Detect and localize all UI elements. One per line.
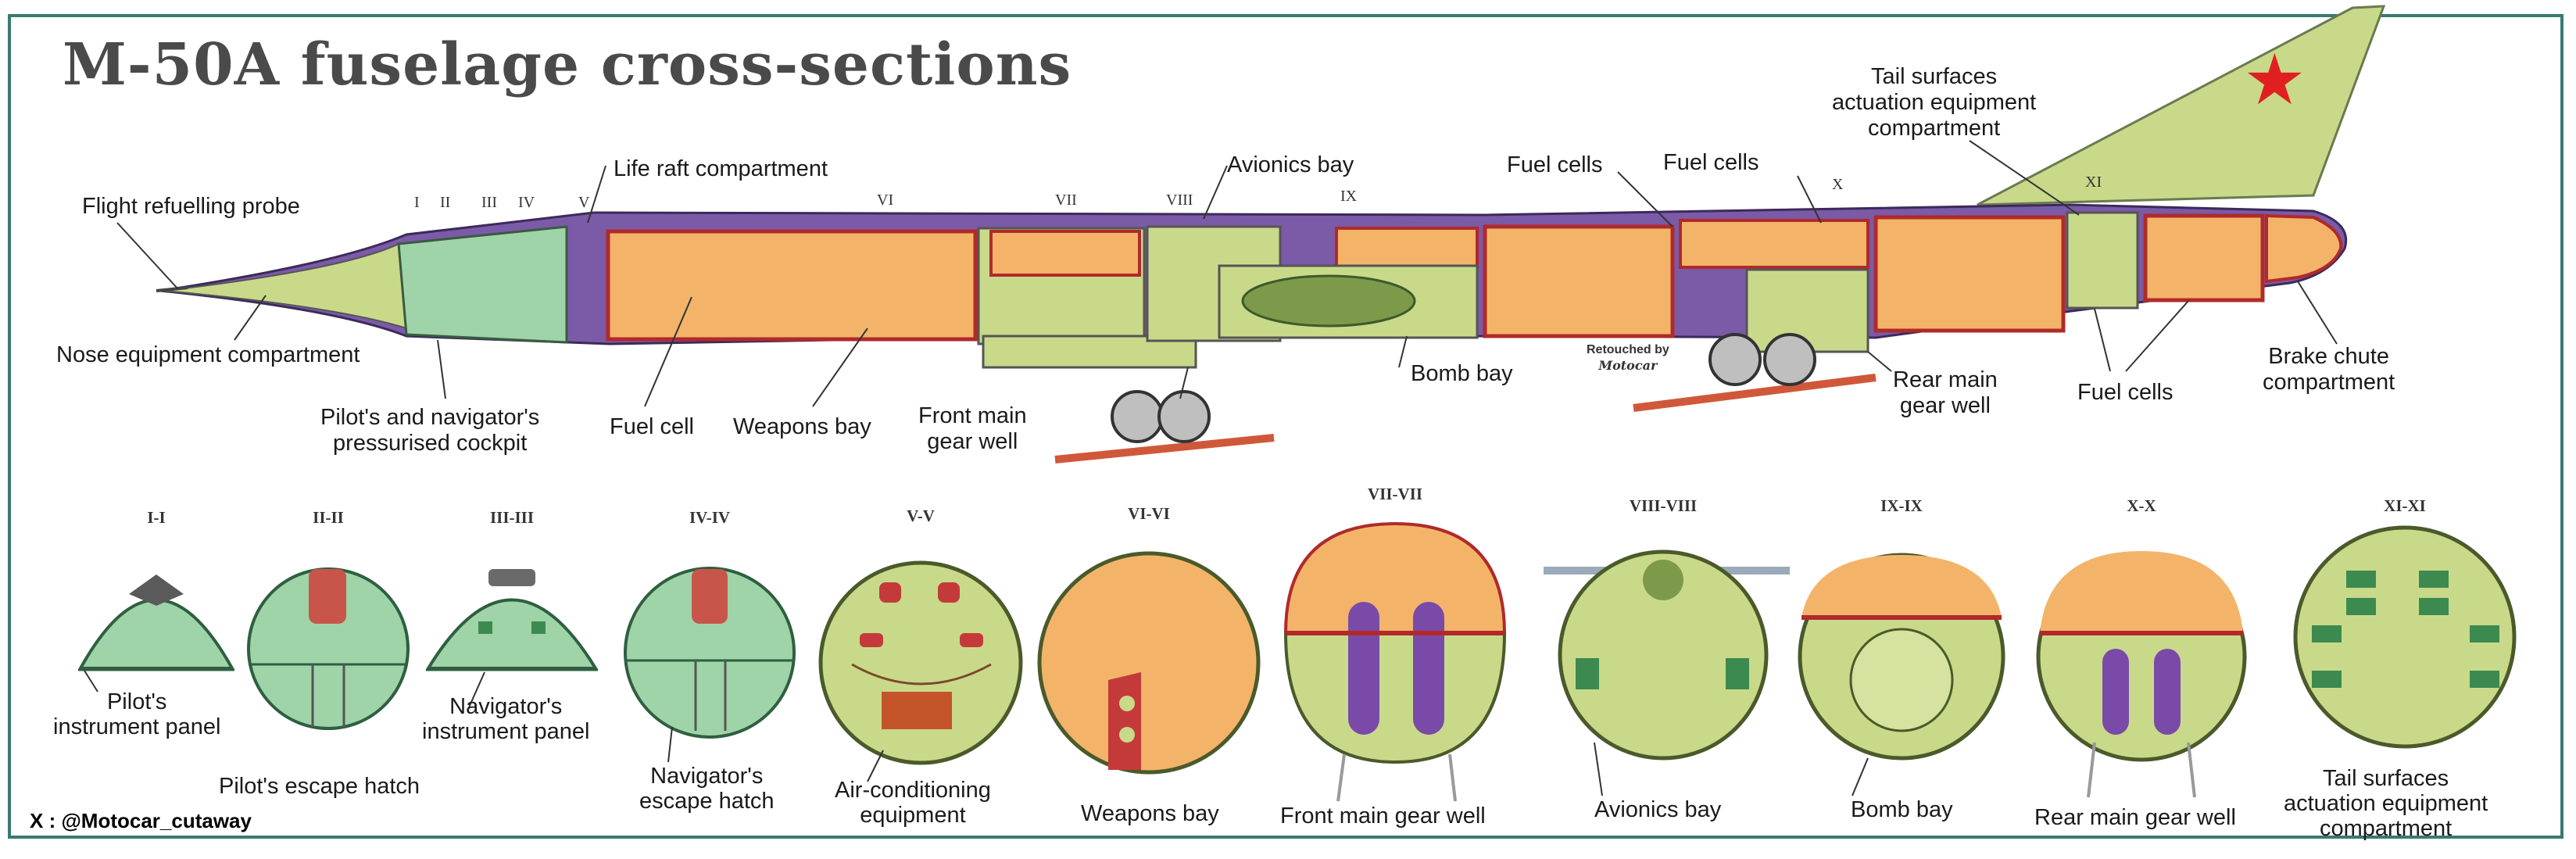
callout-weapons-bay: Weapons bay [733, 414, 871, 439]
fuel-cells-tail [2143, 213, 2265, 302]
section-v-v [818, 560, 1023, 765]
section-label: Navigator's escape hatch [639, 764, 775, 814]
section-viii-viii [1544, 549, 1790, 761]
section-iv-iv [624, 567, 796, 739]
tail-fin [1977, 5, 2386, 206]
fuel-cell-mid [989, 230, 1141, 277]
section-heading: IV-IV [689, 508, 731, 527]
section-label: Air-conditioning equipment [835, 778, 991, 828]
station-mark: XI [2085, 174, 2102, 191]
refuelling-probe [156, 286, 188, 292]
callout-tail-surfaces: Tail surfaces actuation equipment compar… [1832, 64, 2037, 141]
section-label: Front main gear well [1280, 804, 1486, 829]
section-i-i [77, 574, 235, 671]
callout-rear-main-gear-well: Rear main gear well [1893, 367, 1998, 418]
rear-gear-well-area [1745, 268, 1869, 353]
section-label: Navigator's instrument panel [422, 694, 590, 744]
section-ii-ii [247, 567, 410, 730]
station-mark: VIII [1166, 191, 1193, 209]
section-heading: V-V [907, 506, 935, 525]
section-label: Bomb bay [1851, 797, 1953, 822]
rear-ground-strip [1633, 374, 1877, 412]
callout-bomb-bay: Bomb bay [1411, 361, 1513, 386]
section-label: Pilot's escape hatch [219, 774, 420, 799]
bomb [1241, 274, 1416, 327]
fuel-cell-forward [606, 229, 978, 342]
fuel-cells-centre [1483, 224, 1675, 338]
callout-leaders [116, 140, 2338, 407]
section-heading: I-I [147, 508, 166, 527]
section-heading: VIII-VIII [1629, 496, 1698, 515]
section-vii-vii [1283, 521, 1507, 802]
section-heading: VII-VII [1367, 485, 1422, 503]
callout-fuel-cells: Fuel cells [1663, 150, 1759, 175]
author-credit: X : @Motocar_cutaway [30, 809, 252, 832]
station-mark: II [440, 194, 451, 211]
callout-brake-chute: Brake chute compartment [2263, 344, 2395, 395]
red-star-icon: ★ [2243, 41, 2306, 120]
rear-wheel-1 [1708, 333, 1762, 386]
section-xi-xi [2293, 525, 2517, 749]
section-iii-iii [425, 569, 599, 671]
station-mark: IV [518, 194, 535, 211]
station-mark: X [1832, 176, 1844, 193]
retouch-credit: Retouched by Motocar [1587, 343, 1669, 373]
callout-fuel-cell: Fuel cell [610, 414, 694, 439]
front-wheel-2 [1157, 390, 1211, 443]
section-heading: II-II [313, 508, 344, 527]
callout-front-main-gear-well: Front main gear well [918, 403, 1027, 454]
rear-wheel-2 [1763, 333, 1816, 386]
brake-chute-area [2265, 213, 2343, 284]
station-mark: VII [1055, 191, 1077, 209]
callout-fuel-cells-aft: Fuel cells [2077, 380, 2174, 405]
section-label: Avionics bay [1594, 797, 1722, 822]
fuel-cells-centre-2 [1679, 219, 1869, 269]
station-mark: III [481, 194, 497, 211]
callout-avionics-bay: Avionics bay [1227, 152, 1354, 177]
section-leaders [84, 670, 1869, 796]
cockpit-section [397, 225, 568, 344]
section-label: Rear main gear well [2034, 805, 2236, 830]
callout-refuelling-probe: Flight refuelling probe [82, 194, 300, 219]
section-heading: VI-VI [1128, 504, 1170, 523]
callout-nose-equipment: Nose equipment compartment [56, 342, 360, 367]
border-frame [8, 14, 2563, 839]
section-heading: XI-XI [2384, 496, 2426, 515]
callout-pressurised-cockpit: Pilot's and navigator's pressurised cock… [320, 405, 540, 456]
front-gear-well-fairing [982, 335, 1197, 369]
section-label: Pilot's instrument panel [53, 689, 221, 739]
callout-life-raft: Life raft compartment [614, 156, 828, 181]
section-label: Weapons bay [1081, 801, 1219, 826]
station-mark: V [578, 194, 590, 211]
fuel-cells-aft [1873, 215, 2066, 333]
section-label: Tail surfaces actuation equipment compar… [2284, 766, 2488, 841]
station-mark: VI [877, 191, 894, 209]
front-ground-strip [1054, 434, 1275, 464]
section-heading: X-X [2127, 496, 2156, 515]
section-heading: III-III [489, 508, 535, 527]
station-mark: IX [1340, 188, 1358, 205]
station-mark: I [414, 194, 420, 211]
section-x-x [2036, 551, 2247, 798]
section-ix-ix [1798, 553, 2005, 761]
section-vi-vi [1037, 551, 1261, 775]
tail-equipment-area [2066, 211, 2139, 310]
section-heading: IX-IX [1880, 496, 1923, 515]
page-title: M-50A fuselage cross-sections [63, 31, 1072, 98]
callout-fuel-cells: Fuel cells [1507, 152, 1603, 177]
